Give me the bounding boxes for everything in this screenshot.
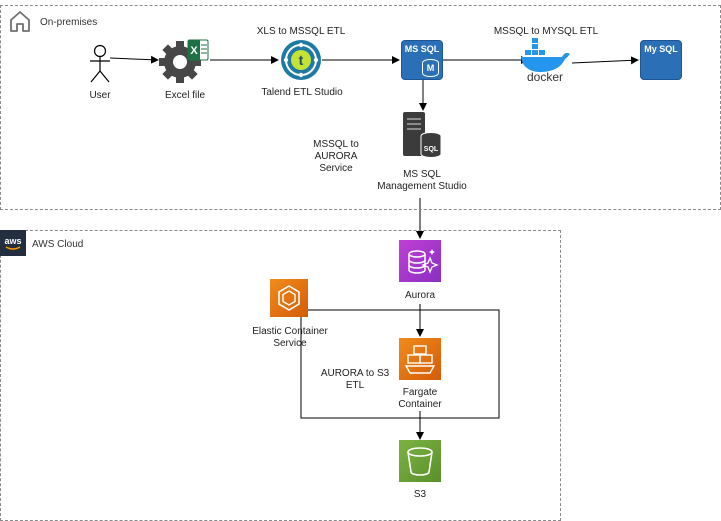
mssql-to-mysql-edge-label: MSSQL to MYSQL ETL [493,26,599,37]
sql-server-icon: SQL [401,110,443,160]
talend-icon: t [280,39,322,81]
mssql-db-glyph: M [422,59,439,77]
svg-text:t: t [299,52,304,68]
onprem-group [0,5,721,210]
s3-label: S3 [413,489,427,500]
docker-wordmark: docker [527,70,563,82]
ecs-label: Elastic Container Service [252,326,328,349]
mssql-sublabel: M [426,63,435,73]
excel-label: Excel file [164,90,205,101]
ssms-badge: SQL [424,146,439,153]
xls-to-mssql-edge-label: XLS to MSSQL ETL [256,26,346,37]
docker-icon: docker [518,38,572,84]
mssql-title: MS SQL [404,44,440,54]
svg-text:X: X [190,45,198,57]
s3-bucket-icon [399,440,441,482]
mysql-icon: My SQL [640,40,682,80]
ecs-icon [270,279,308,317]
user-icon [88,44,112,84]
aurora-label: Aurora [404,290,435,301]
aws-icon: aws [0,230,26,256]
onprem-group-label: On-premises [40,17,98,28]
mssql-to-aurora-label-text: MSSQL to AURORA Service [313,139,359,174]
aurora-to-s3-edge-label: AURORA to S3 ETL [320,368,390,391]
aws-group [0,230,561,521]
mssql-to-aurora-edge-label: MSSQL to AURORA Service [296,139,376,175]
fargate-label: Fargate Container [398,387,442,410]
fargate-icon [399,338,441,380]
ssms-label-line2: Management Studio [377,181,467,192]
ssms-label: MS SQL Management Studio [366,169,478,193]
mysql-title: My SQL [644,44,678,54]
edge-user-to-excel [109,55,159,64]
mssql-icon: MS SQL M [401,40,443,80]
svg-text:aws: aws [4,236,21,246]
user-label: User [89,90,111,101]
ecs-cluster-box [300,309,500,419]
aurora-icon [399,240,441,282]
edge-docker-to-mysql [571,56,639,65]
excel-gear-icon: X [158,38,210,84]
aws-group-label: AWS Cloud [32,239,84,250]
talend-label: Talend ETL Studio [261,87,343,98]
ssms-label-line1: MS SQL [403,169,441,180]
home-icon [8,9,32,33]
